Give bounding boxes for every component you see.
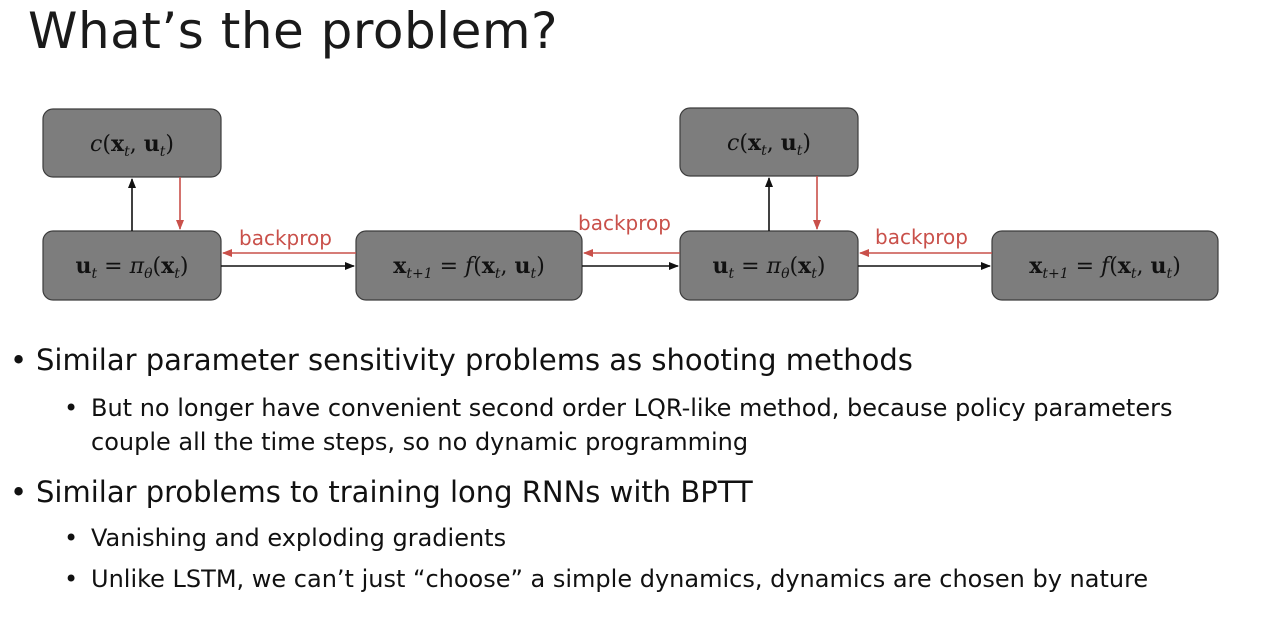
backprop-label-3: backprop (875, 225, 968, 249)
policy-node-2: ut = πθ(xt) (679, 230, 859, 301)
bullet-item-2: •Similar problems to training long RNNs … (10, 475, 753, 509)
bullet-dot: • (10, 475, 28, 509)
policy-label: ut = πθ(xt) (713, 253, 826, 282)
sub-bullet-item: • Vanishing and exploding gradients (64, 521, 1259, 555)
policy-node-1: ut = πθ(xt) (42, 230, 222, 301)
dynamics-label: xt+1 = f(xt, ut) (1029, 253, 1181, 282)
bullet-text: Similar problems to training long RNNs w… (36, 475, 753, 509)
slide-title: What’s the problem? (28, 2, 559, 60)
bullet-dot: • (10, 343, 28, 377)
dynamics-node-2: xt+1 = f(xt, ut) (991, 230, 1219, 301)
sub-bullet-item: • But no longer have convenient second o… (64, 391, 1259, 459)
policy-label: ut = πθ(xt) (76, 253, 189, 282)
sub-bullet-text: Vanishing and exploding gradients (91, 524, 507, 552)
cost-node-2: c(xt, ut) (679, 107, 859, 177)
backprop-label-1: backprop (239, 226, 332, 250)
bullet-dot: • (64, 524, 79, 552)
sub-bullet-item: • Unlike LSTM, we can’t just “choose” a … (64, 562, 1259, 596)
sub-bullet-text: Unlike LSTM, we can’t just “choose” a si… (91, 565, 1149, 593)
cost-node-1: c(xt, ut) (42, 108, 222, 178)
bullet-text: Similar parameter sensitivity problems a… (36, 343, 913, 377)
bullet-dot: • (64, 565, 79, 593)
dynamics-node-1: xt+1 = f(xt, ut) (355, 230, 583, 301)
bullet-dot: • (64, 394, 79, 422)
backprop-through-time-diagram: c(xt, ut) c(xt, ut) ut = πθ(xt) xt+1 = f… (42, 107, 1219, 301)
cost-label: c(xt, ut) (90, 131, 174, 160)
backprop-label-2: backprop (578, 211, 671, 235)
dynamics-label: xt+1 = f(xt, ut) (393, 253, 545, 282)
sub-bullet-text: But no longer have convenient second ord… (91, 394, 1173, 456)
bullet-item-1: •Similar parameter sensitivity problems … (10, 343, 913, 377)
